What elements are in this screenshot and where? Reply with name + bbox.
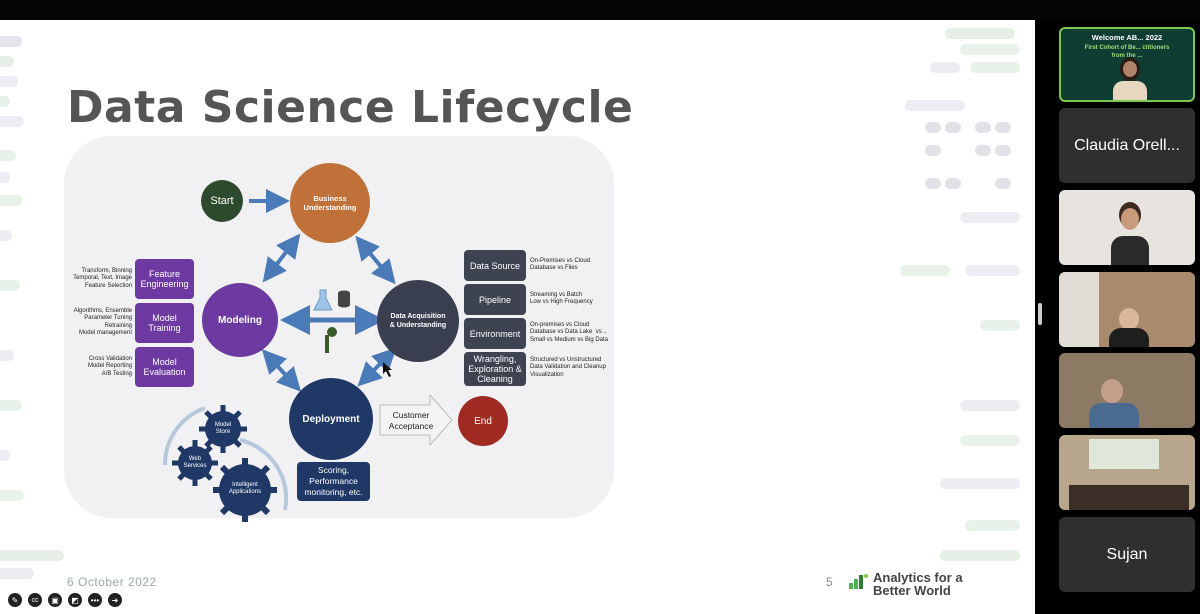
participant-avatar [1109, 302, 1149, 347]
pipeline-label: Pipeline [478, 294, 512, 305]
business-understanding-node: Business Understanding [290, 163, 370, 243]
data-source-box: Data Source [464, 250, 526, 281]
dataacq-deployment-arrow [357, 347, 397, 387]
business-dataacq-arrow [355, 235, 396, 285]
camera-icon[interactable]: ◩ [68, 593, 82, 607]
video-off-icon[interactable]: ▣ [48, 593, 62, 607]
model-training-note: Algorithms, Ensemble Parameter Tuning Re… [73, 308, 132, 337]
modeling-label: Modeling [218, 314, 262, 326]
participant-tile-video-3[interactable] [1059, 353, 1195, 428]
environment-note: On-premises vs Cloud Database vs Data La… [530, 322, 609, 343]
data-acquisition-label: Data Acquisition & Understanding [389, 313, 447, 329]
model-store-label: Model Store [214, 422, 232, 435]
brand-name: Analytics for a Better World [873, 571, 963, 597]
window [1089, 439, 1159, 469]
data-source-note: On-Premises vs Cloud Database vs Files [530, 258, 591, 272]
business-understanding-label: Business Understanding [303, 194, 357, 212]
wrangling-note: Structured vs Unstructured Data Validati… [530, 357, 606, 378]
lab-flask-icon [313, 289, 333, 311]
mouse-cursor-icon [383, 362, 392, 377]
data-source-label: Data Source [469, 260, 521, 271]
feature-engineering-note: Transform, Binning Temporal, Text, Image… [73, 268, 132, 289]
customer-acceptance-arrow [379, 393, 453, 447]
microscope-icon [325, 327, 337, 353]
participant-tile-video-2[interactable] [1059, 272, 1195, 347]
scoring-label: Scoring, Performance monitoring, etc. [304, 465, 363, 497]
start-node: Start [201, 180, 243, 222]
participant-avatar [1111, 200, 1149, 265]
deployment-node: Deployment [289, 378, 373, 460]
data-acquisition-node: Data Acquisition & Understanding [377, 280, 459, 362]
next-arrow-icon[interactable]: ➜ [108, 593, 122, 607]
participant-name-sujan: Sujan [1106, 546, 1148, 563]
business-modeling-arrow [262, 233, 301, 283]
scoring-box: Scoring, Performance monitoring, etc. [297, 462, 370, 501]
participant-tile-claudia[interactable]: Claudia Orell... [1059, 108, 1195, 183]
model-evaluation-note: Cross Validation Model Reporting A/B Tes… [87, 356, 132, 377]
participant-name-claudia: Claudia Orell... [1074, 137, 1180, 154]
banner-line-3: from the ... [1111, 53, 1143, 59]
slide-date: 6 October 2022 [67, 575, 157, 589]
environment-box: Environment [464, 318, 526, 349]
more-options-icon[interactable]: ••• [88, 593, 102, 607]
end-label: End [474, 415, 492, 427]
captions-icon[interactable]: cc [28, 593, 42, 607]
intelligent-apps-gear [213, 458, 277, 522]
participant-tile-sujan[interactable]: Sujan [1059, 517, 1195, 592]
wrangling-box: Wrangling, Exploration & Cleaning [464, 352, 526, 386]
feature-engineering-label: Feature Engineering [140, 269, 189, 289]
pen-icon[interactable]: ✎ [8, 593, 22, 607]
participant-tile-video-4[interactable] [1059, 435, 1195, 510]
gear-cycle-arc [162, 406, 206, 466]
participant-avatar [1089, 373, 1139, 428]
start-label: Start [210, 195, 234, 207]
modeling-deployment-arrow [261, 349, 302, 392]
diagram-arrows [162, 189, 453, 522]
intelligent-applications-label: Intelligent Applications [228, 482, 262, 495]
banner-line-2: First Cohort of Be... ctitioners [1084, 45, 1170, 51]
top-bar [0, 0, 1200, 20]
feature-engineering-box: Feature Engineering [135, 259, 194, 299]
model-evaluation-label: Model Evaluation [143, 357, 186, 377]
panel-resize-handle[interactable] [1038, 303, 1042, 325]
end-node: End [458, 396, 508, 446]
participant-tile-video-1[interactable] [1059, 190, 1195, 265]
wrangling-label: Wrangling, Exploration & Cleaning [468, 354, 522, 384]
pipeline-box: Pipeline [464, 284, 526, 315]
modeling-node: Modeling [202, 283, 278, 357]
environment-label: Environment [469, 328, 521, 339]
banner-line-1: Welcome AB... 2022 [1091, 33, 1163, 42]
model-training-box: Model Training [135, 303, 194, 343]
deployment-label: Deployment [302, 413, 360, 425]
model-evaluation-box: Model Evaluation [135, 347, 194, 387]
slide-title: Data Science Lifecycle [67, 82, 634, 133]
conference-table [1069, 485, 1189, 510]
model-training-label: Model Training [148, 313, 181, 333]
slide-page-number: 5 [826, 575, 833, 589]
web-services-label: Web Services [183, 456, 207, 469]
pipeline-note: Streaming vs Batch Low vs High Frequency [530, 292, 593, 306]
brand-logo-icon [849, 574, 868, 589]
presenter-avatar [1113, 51, 1147, 100]
web-services-gear [172, 440, 218, 486]
brand-line-1: Analytics for a [873, 570, 963, 585]
customer-acceptance-label: Customer Acceptance [388, 410, 434, 431]
bookshelf [1059, 272, 1099, 347]
database-icon [338, 290, 350, 308]
model-store-gear [199, 405, 247, 453]
participant-tile-banner[interactable]: Welcome AB... 2022 First Cohort of Be...… [1059, 27, 1195, 102]
brand-line-2: Better World [873, 583, 951, 598]
